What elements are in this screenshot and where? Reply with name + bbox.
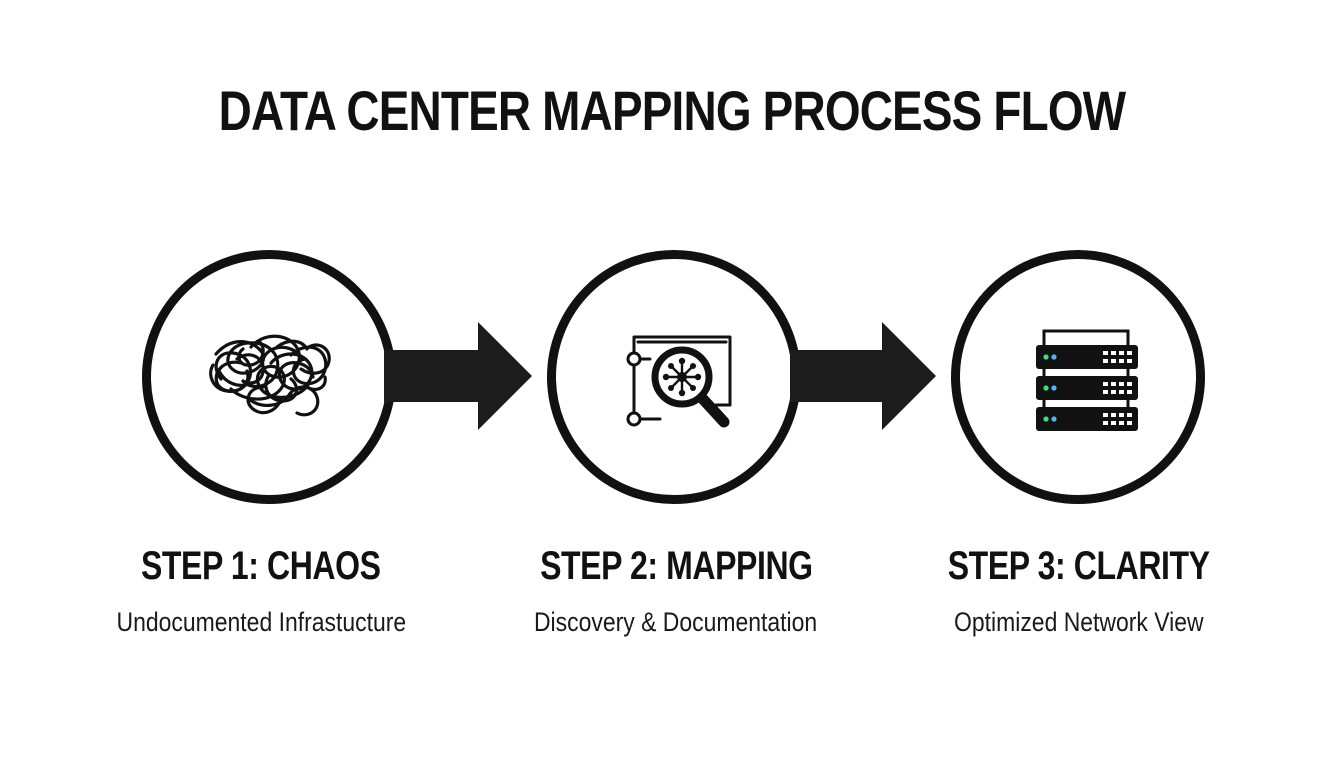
- step-3-subtitle: Optimized Network View: [954, 607, 1204, 637]
- step-1-circle: [142, 250, 396, 504]
- step-2-circle: [547, 250, 801, 504]
- magnifier-network-icon: [626, 335, 732, 428]
- step-1-subtitle: Undocumented Infrastucture: [116, 607, 406, 637]
- diagram-title: DATA CENTER MAPPING PROCESS FLOW: [218, 79, 1126, 142]
- server-rack-icon: [1036, 329, 1138, 431]
- step-1-title: STEP 1: CHAOS: [141, 544, 381, 588]
- arrow-right-icon: [384, 322, 532, 430]
- step-3-title: STEP 3: CLARITY: [948, 544, 1210, 588]
- step-2-title: STEP 2: MAPPING: [539, 544, 813, 588]
- tangled-cables-icon: [209, 334, 331, 417]
- step-3-circle: [951, 250, 1205, 504]
- step-2-subtitle: Discovery & Documentation: [534, 607, 818, 637]
- arrow-right-icon: [790, 322, 936, 430]
